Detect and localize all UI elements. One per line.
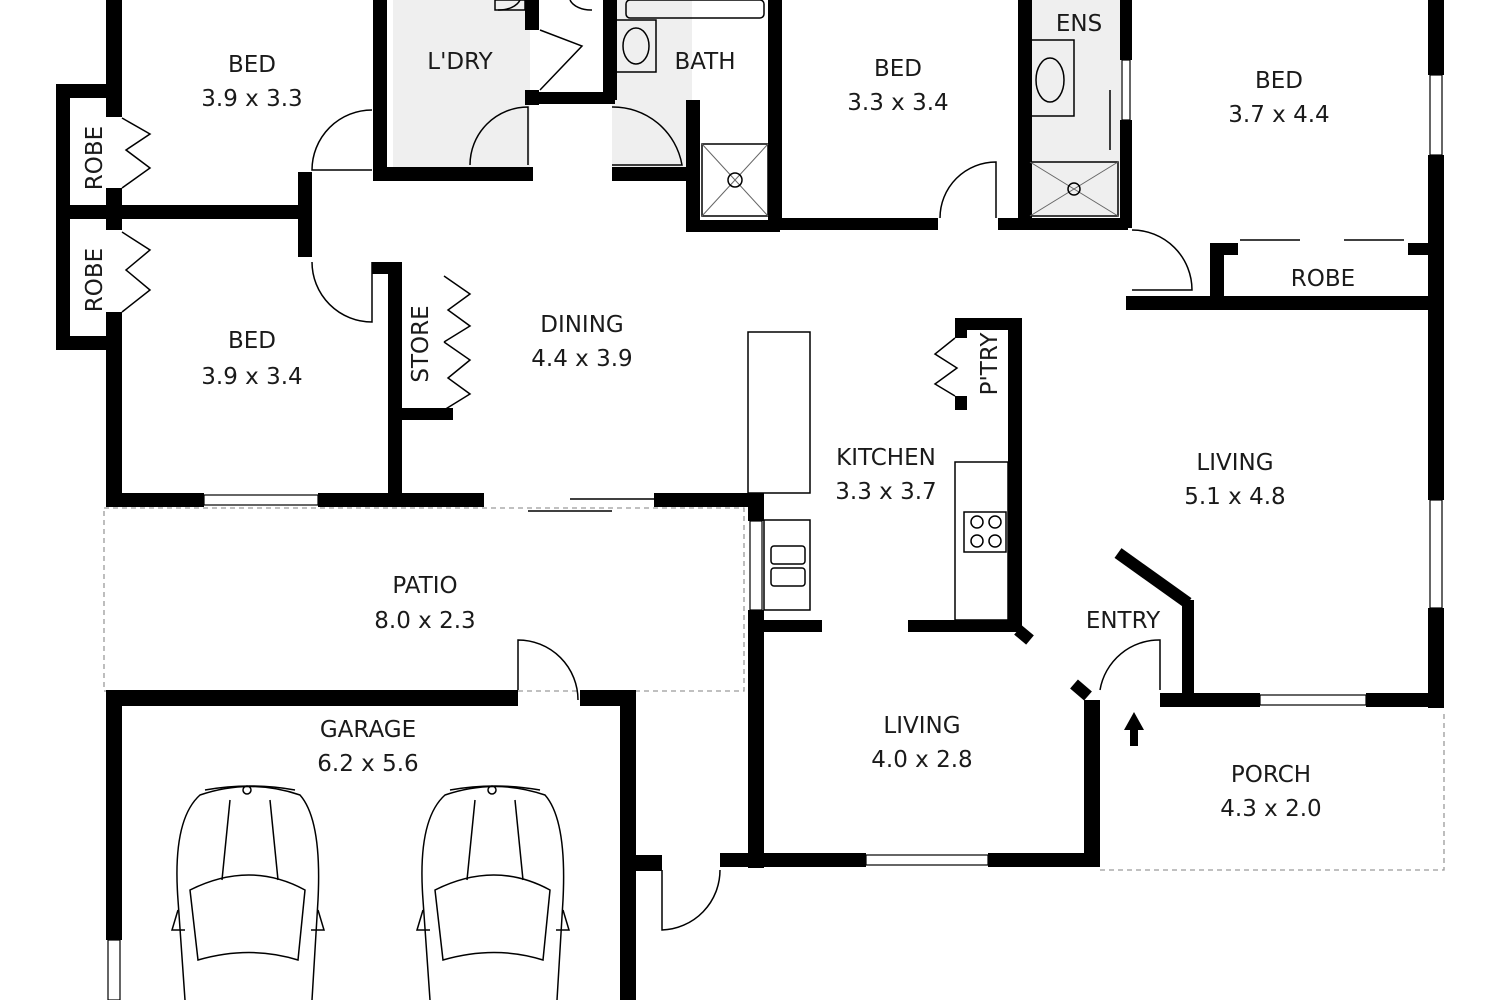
kitchen-size: 3.3 x 3.7 bbox=[835, 479, 936, 505]
bed3-size: 3.3 x 3.4 bbox=[847, 90, 948, 116]
car-icon bbox=[170, 785, 326, 1000]
entry-name: ENTRY bbox=[1086, 608, 1161, 634]
kitchen-name: KITCHEN bbox=[836, 445, 936, 471]
door-swings bbox=[311, 0, 1193, 931]
porch-name: PORCH bbox=[1231, 762, 1311, 788]
patio-size: 8.0 x 2.3 bbox=[374, 608, 475, 634]
living-main-size: 5.1 x 4.8 bbox=[1184, 484, 1285, 510]
porch-size: 4.3 x 2.0 bbox=[1220, 796, 1321, 822]
laundry-name: L'DRY bbox=[427, 49, 493, 75]
garage-name: GARAGE bbox=[320, 717, 416, 743]
living-small-size: 4.0 x 2.8 bbox=[871, 747, 972, 773]
ensuite-name: ENS bbox=[1056, 11, 1102, 37]
bed2-name: BED bbox=[228, 328, 276, 354]
bed1-name: BED bbox=[228, 52, 276, 78]
bed3-name: BED bbox=[874, 56, 922, 82]
wet-area-tiles bbox=[393, 0, 1121, 215]
bed4-size: 3.7 x 4.4 bbox=[1228, 102, 1329, 128]
bed2-size: 3.9 x 3.4 bbox=[201, 364, 302, 390]
pantry-name: P'TRY bbox=[977, 332, 1003, 396]
living-main-name: LIVING bbox=[1196, 450, 1273, 476]
bed1-size: 3.9 x 3.3 bbox=[201, 86, 302, 112]
living-small-name: LIVING bbox=[883, 713, 960, 739]
robe2-name: ROBE bbox=[82, 248, 108, 312]
bifold-doors bbox=[121, 117, 959, 411]
room-labels: BED 3.9 x 3.3 BED 3.9 x 3.4 BED 3.3 x 3.… bbox=[82, 11, 1355, 822]
dining-size: 4.4 x 3.9 bbox=[531, 346, 632, 372]
bed4-name: BED bbox=[1255, 68, 1303, 94]
entry-arrow-icon bbox=[1124, 712, 1144, 746]
patio-name: PATIO bbox=[392, 573, 457, 599]
robe1-name: ROBE bbox=[82, 126, 108, 190]
store-name: STORE bbox=[408, 305, 434, 382]
walls bbox=[56, 0, 1444, 1000]
car-icon bbox=[415, 785, 571, 1000]
dining-name: DINING bbox=[540, 312, 624, 338]
bath-name: BATH bbox=[674, 49, 735, 75]
robe3-name: ROBE bbox=[1291, 266, 1355, 292]
fixtures bbox=[494, 0, 1119, 621]
garage-size: 6.2 x 5.6 bbox=[317, 751, 418, 777]
windows bbox=[107, 59, 1443, 1000]
sliding-doors bbox=[528, 239, 1404, 512]
